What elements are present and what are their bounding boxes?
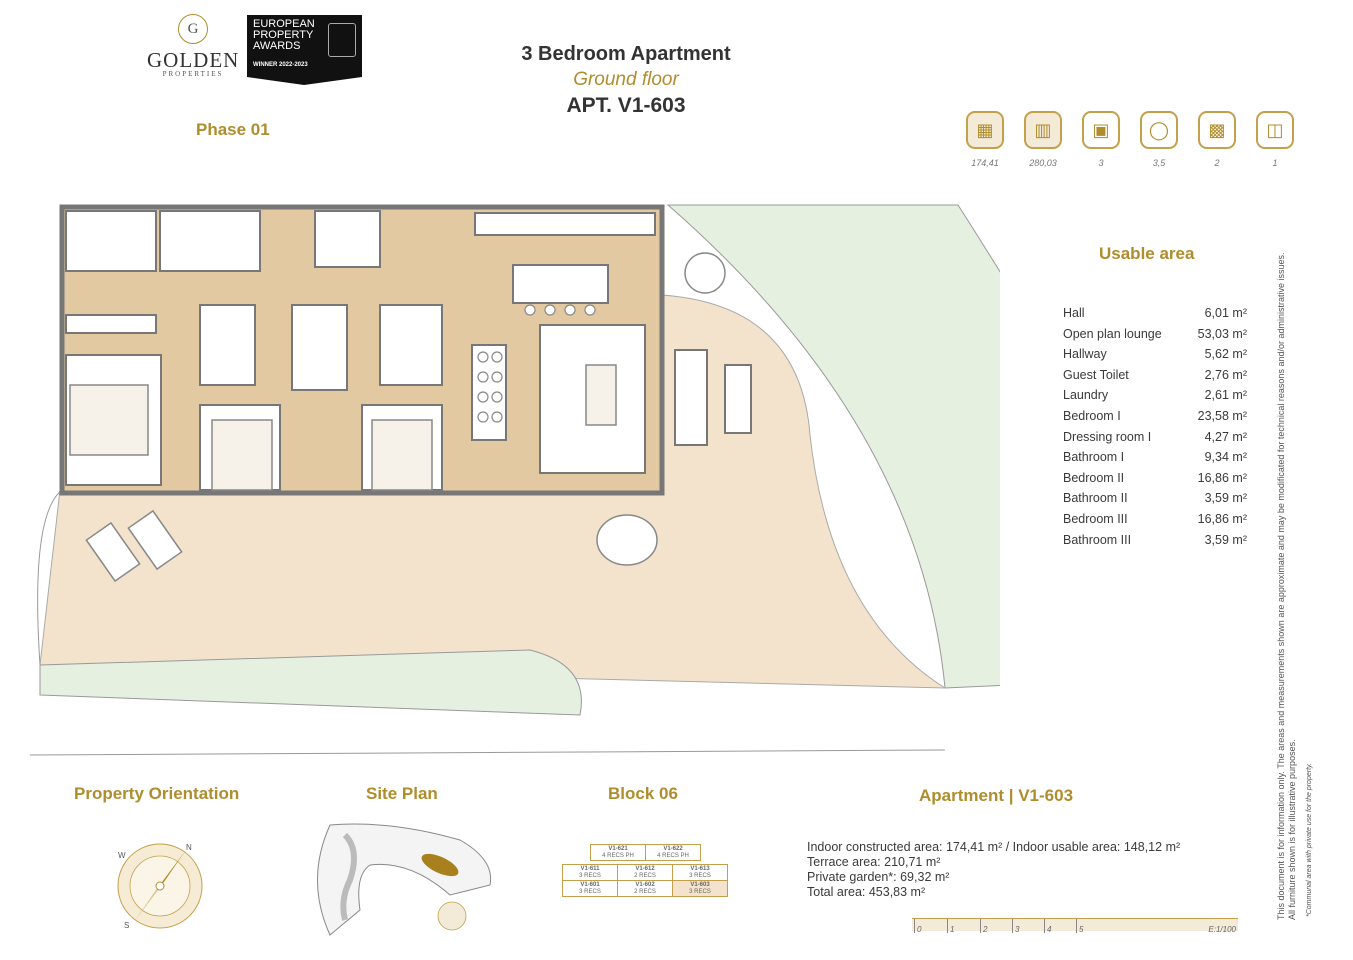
laundry [159, 210, 261, 272]
storage-icon: ◫ [1256, 111, 1294, 149]
bed-1 [69, 384, 149, 456]
compass-west: W [118, 851, 126, 860]
feature-storage: ◫ 1 [1255, 111, 1295, 168]
feature-plot-area: ▥ 280,03 [1023, 111, 1063, 168]
award-line-3: AWARDS [253, 40, 301, 52]
site-plan-title: Site Plan [366, 784, 438, 803]
detail-indoor: Indoor constructed area: 174,41 m² / Ind… [807, 840, 1181, 854]
bed-icon: ▣ [1082, 111, 1120, 149]
kitchen-island [512, 264, 609, 304]
sun-lounger-2 [127, 509, 183, 571]
disclaimer-communal: *Communal area with private use for the … [1306, 763, 1313, 917]
bed-2 [211, 419, 273, 491]
lounge-chair [596, 514, 658, 566]
sun-lounger-1 [85, 521, 141, 583]
brand-subtitle: PROPERTIES [162, 70, 224, 78]
bed-3 [371, 419, 433, 491]
garden-right [666, 204, 1000, 689]
apartment-details: Indoor constructed area: 174,41 m² / Ind… [807, 840, 1180, 900]
feature-built-area: ▦ 174,41 [965, 111, 1005, 168]
terrace-table [724, 364, 752, 434]
wardrobe [65, 314, 157, 334]
feature-bedrooms: ▣ 3 [1081, 111, 1121, 168]
floorplan-icon: ▦ [966, 111, 1004, 149]
site-plan-map [317, 823, 492, 936]
orientation-title: Property Orientation [74, 784, 240, 803]
page-title: 3 Bedroom Apartment Ground floor APT. V1… [450, 43, 802, 118]
block-title: Block 06 [608, 784, 678, 803]
award-line-2: PROPERTY [253, 29, 314, 41]
plot-icon: ▥ [1024, 111, 1062, 149]
crest-icon [328, 23, 356, 57]
award-winner: WINNER 2022-2023 [253, 62, 308, 68]
brand-initial: G [178, 14, 208, 44]
feature-parking: ▩ 2 [1197, 111, 1237, 168]
brand-name: GOLDEN [147, 48, 240, 72]
garden-left [39, 649, 582, 716]
scale-label: E:1/100 [1208, 925, 1236, 934]
detail-total: Total area: 453,83 m² [807, 885, 926, 899]
bathroom-2 [199, 304, 256, 386]
dressing-room [291, 304, 348, 391]
usable-area-title: Usable area [1099, 244, 1195, 263]
apartment-title: Apartment | V1-603 [919, 786, 1074, 805]
award-line-1: EUROPEAN [253, 18, 315, 30]
compass-icon: N W S [117, 843, 203, 930]
detail-terrace: Terrace area: 210,71 m² [807, 855, 941, 869]
kitchen-counter [474, 212, 656, 236]
title-type: 3 Bedroom Apartment [521, 43, 731, 65]
scale-bar: 0 1 2 3 4 5 E:1/100 [912, 918, 1238, 934]
title-apt: APT. V1-603 [566, 94, 686, 117]
car-icon: ▩ [1198, 111, 1236, 149]
detail-garden: Private garden*: 69,32 m² [807, 870, 950, 884]
terrace-sofa [674, 349, 708, 446]
bathroom-main [65, 210, 157, 272]
brand-logo: G GOLDEN PROPERTIES [147, 14, 239, 78]
bath-icon: ◯ [1140, 111, 1178, 149]
terrace-round-table [684, 252, 726, 294]
phase-label: Phase 01 [196, 120, 270, 139]
compass-south: S [124, 921, 129, 930]
compass-north: N [186, 843, 192, 852]
bathroom-3 [379, 304, 443, 386]
guest-toilet [314, 210, 381, 268]
title-floor: Ground floor [573, 69, 679, 90]
disclaimer: This document is for information only. T… [1276, 252, 1297, 921]
feature-bathrooms: ◯ 3,5 [1139, 111, 1179, 168]
award-badge: EUROPEAN PROPERTY AWARDS WINNER 2022-202… [247, 15, 362, 85]
floor-plan [29, 204, 1000, 756]
